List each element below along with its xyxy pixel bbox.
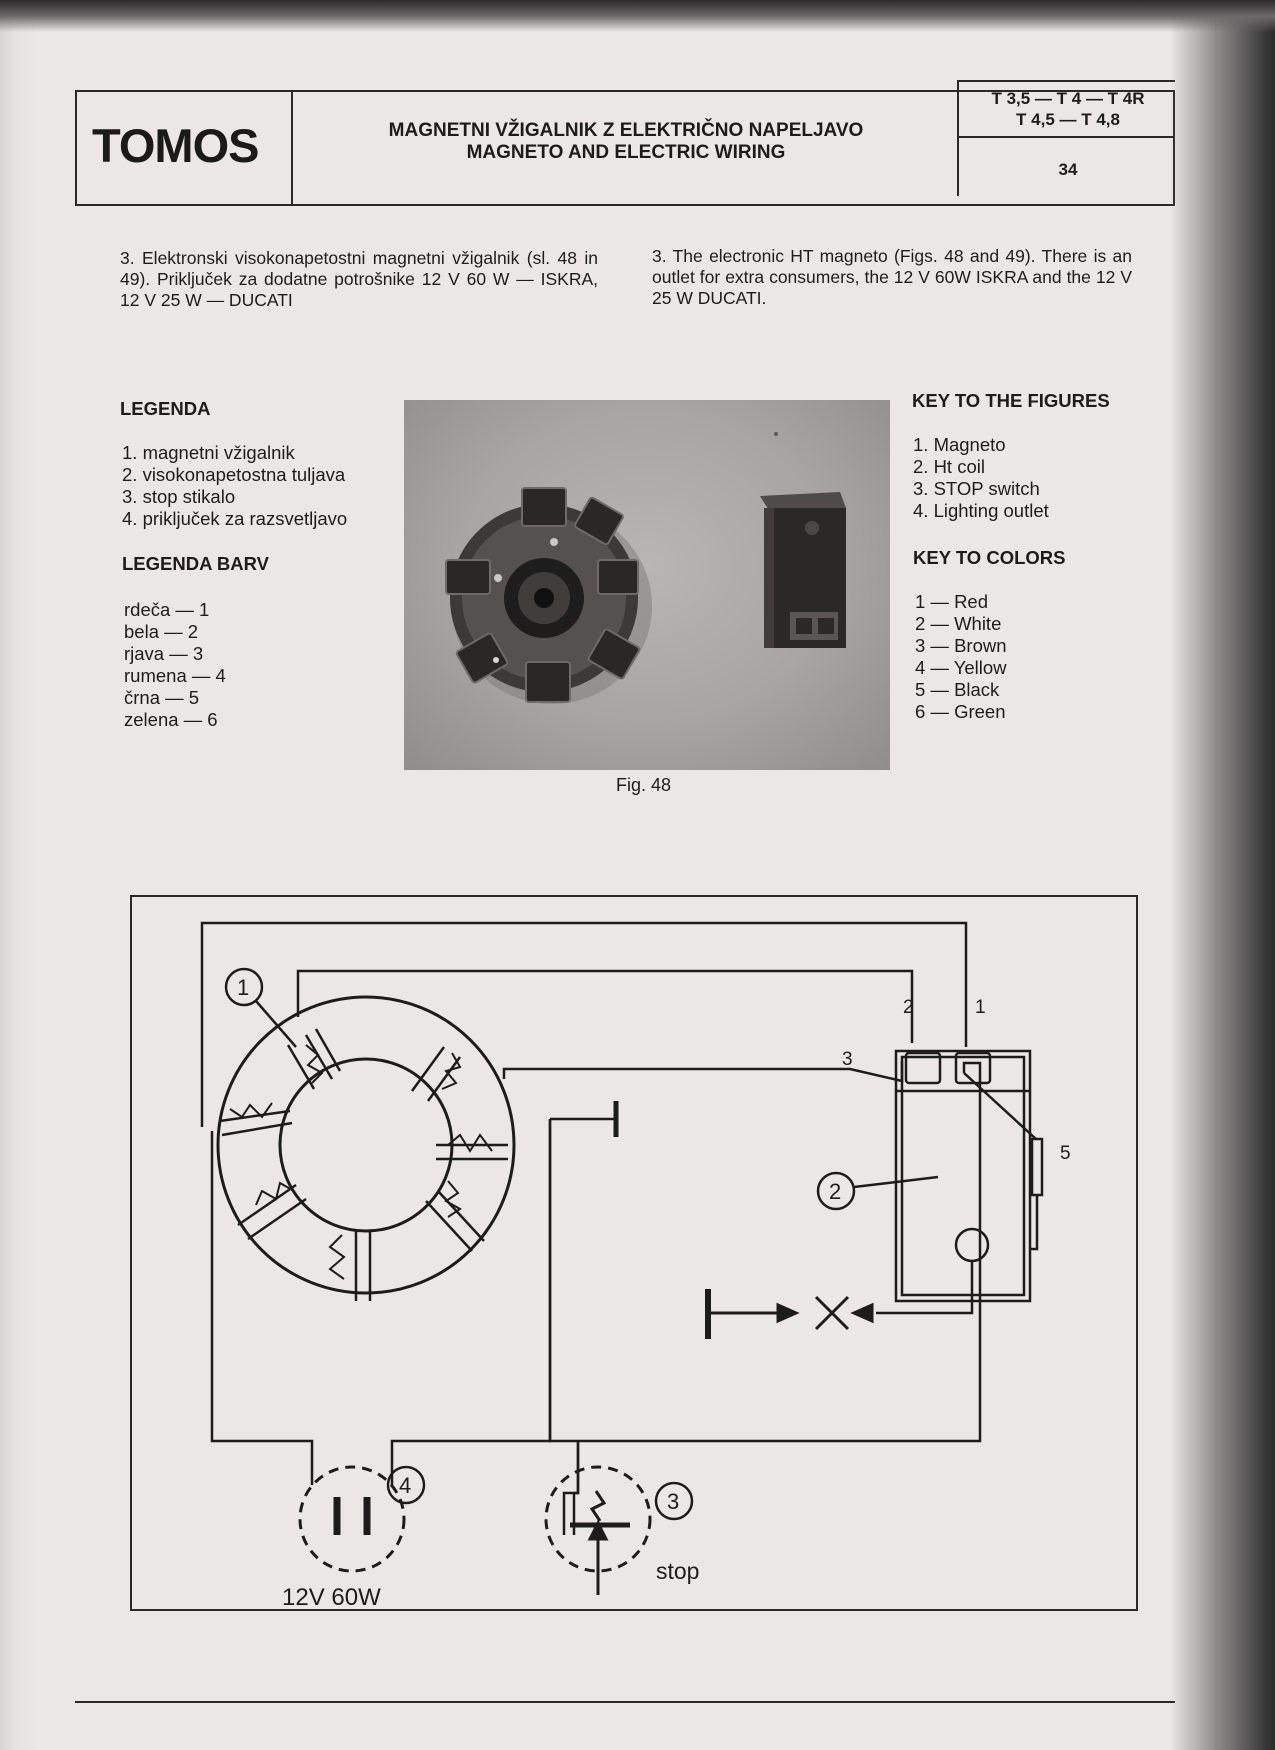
model-list: T 3,5 — T 4 — T 4R T 4,5 — T 4,8 (958, 88, 1178, 130)
colors-list-en: 1 — Red 2 — White 3 — Brown 4 — Yellow 5… (915, 591, 1007, 723)
spark-plug-symbol (705, 1289, 874, 1339)
title-slovene: MAGNETNI VŽIGALNIK Z ELEKTRIČNO NAPELJAV… (388, 120, 864, 141)
list-item: 4. Lighting outlet (913, 500, 1049, 521)
wire-label-2: 2 (903, 997, 914, 1018)
wiring-diagram: 1 2 3 4 2 1 3 5 12V 60W stop (130, 895, 1138, 1611)
list-item: 1. Magneto (913, 434, 1006, 455)
stop-label: stop (656, 1558, 699, 1584)
list-item: rdeča — 1 (124, 599, 210, 620)
wire-label-3: 3 (842, 1049, 853, 1070)
list-item: 6 — Green (915, 701, 1006, 722)
list-item: 2 — White (915, 613, 1002, 634)
legend-list-en: 1. Magneto 2. Ht coil 3. STOP switch 4. … (913, 434, 1049, 522)
top-shadow (0, 0, 1275, 32)
models-line-1: T 3,5 — T 4 — T 4R (991, 89, 1145, 108)
header-divider (957, 80, 959, 196)
list-item: 5 — Black (915, 679, 1000, 700)
title-english: MAGNETO AND ELECTRIC WIRING (466, 142, 786, 163)
callout-2-label: 2 (829, 1179, 841, 1204)
wire-label-5: 5 (1060, 1143, 1071, 1164)
wiring (200, 921, 982, 1535)
magneto-symbol (216, 995, 516, 1301)
bottom-rule (75, 1701, 1175, 1703)
brand-logo: TOMOS (92, 119, 259, 172)
callout-4 (386, 1465, 426, 1505)
binding-shadow (1170, 0, 1275, 1750)
page-edge (0, 0, 36, 1750)
legend-list-sl: 1. magnetni vžigalnik 2. visokonapetostn… (122, 442, 347, 530)
header-divider (957, 136, 1175, 138)
list-item: 3 — Brown (915, 635, 1007, 656)
magneto-photo (404, 400, 890, 770)
legend-heading-sl: LEGENDA (120, 398, 211, 419)
list-item: rumena — 4 (124, 665, 226, 686)
callout-3 (654, 1481, 694, 1521)
header-divider (957, 80, 1175, 82)
colors-heading-en: KEY TO COLORS (913, 547, 1066, 568)
intro-english: 3. The electronic HT magneto (Figs. 48 a… (652, 246, 1132, 308)
callout-2 (816, 1171, 856, 1211)
magneto-photo-drawing (445, 432, 846, 704)
colors-list-sl: rdeča — 1 bela — 2 rjava — 3 rumena — 4 … (124, 599, 226, 731)
list-item: 3. stop stikalo (122, 486, 236, 507)
colors-heading-sl: LEGENDA BARV (122, 553, 269, 574)
intro-slovene: 3. Elektronski visokonapetostni magnetni… (120, 248, 598, 310)
callout-4-label: 4 (399, 1473, 411, 1498)
callout-3-label: 3 (667, 1489, 679, 1514)
list-item: 1 — Red (915, 591, 989, 612)
header-divider (291, 90, 293, 206)
list-item: bela — 2 (124, 621, 199, 642)
ht-coil-symbol (876, 1049, 1044, 1315)
page-number: 34 (1058, 160, 1078, 179)
callouts (224, 967, 939, 1521)
list-item: 2. visokonapetostna tuljava (122, 464, 346, 485)
outlet-label: 12V 60W (282, 1584, 381, 1611)
list-item: zelena — 6 (124, 709, 218, 730)
list-item: rjava — 3 (124, 643, 204, 664)
manual-page (0, 0, 1215, 1750)
callout-1-label: 1 (237, 975, 249, 1000)
models-line-2: T 4,5 — T 4,8 (1016, 110, 1120, 129)
list-item: 1. magnetni vžigalnik (122, 442, 295, 463)
list-item: črna — 5 (124, 687, 200, 708)
list-item: 4 — Yellow (915, 657, 1007, 678)
list-item: 3. STOP switch (913, 478, 1040, 499)
legend-heading-en: KEY TO THE FIGURES (912, 390, 1110, 411)
page-title: MAGNETNI VŽIGALNIK Z ELEKTRIČNO NAPELJAV… (296, 120, 956, 164)
lighting-outlet-symbol (298, 1465, 406, 1573)
wire-label-1: 1 (975, 997, 986, 1018)
callout-1 (224, 967, 264, 1007)
stop-switch-symbol (544, 1465, 652, 1595)
list-item: 2. Ht coil (913, 456, 985, 477)
diagram-frame (130, 895, 1138, 1611)
figure-caption: Fig. 48 (616, 775, 672, 795)
list-item: 4. priključek za razsvetljavo (122, 508, 348, 529)
